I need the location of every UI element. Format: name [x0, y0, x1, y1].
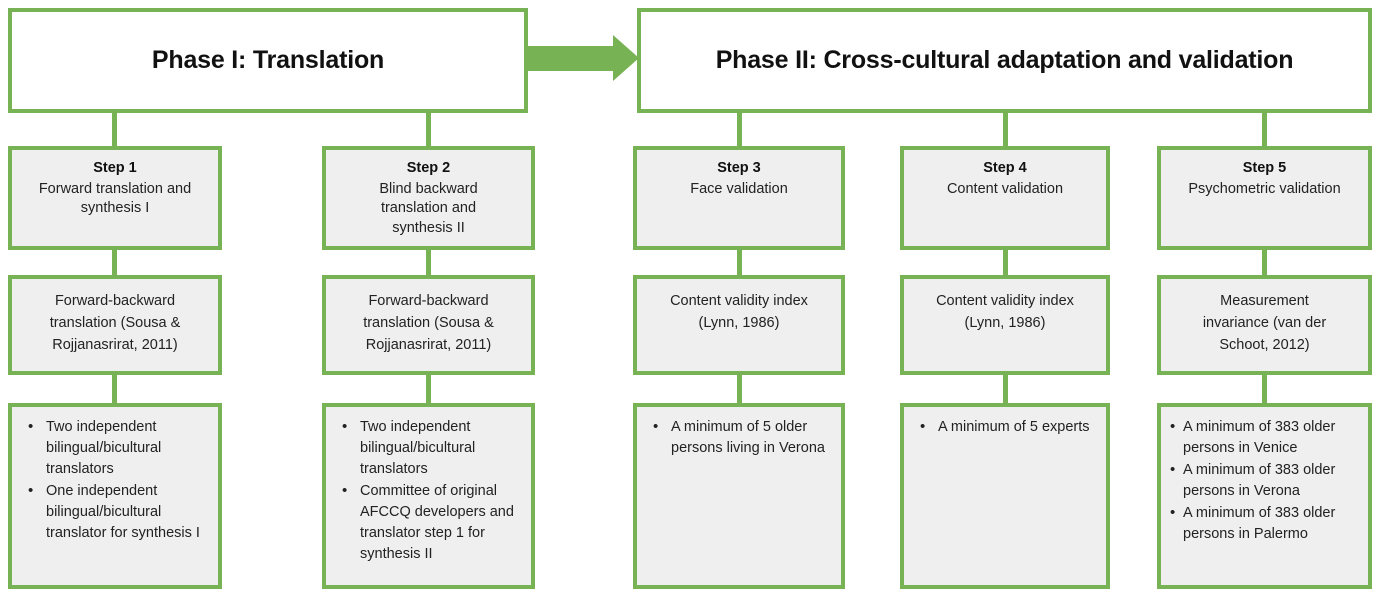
phase-1-header-box: Phase I: Translation	[8, 8, 528, 113]
list-item: Committee of original AFCCQ developers a…	[336, 480, 523, 565]
list-item: A minimum of 5 older persons living in V…	[647, 416, 833, 459]
list-item: One independent bilingual/bicultural tra…	[22, 480, 210, 544]
connector-step1-to-method1	[112, 246, 117, 276]
step-1-content: Step 1 Forward translation and synthesis…	[12, 150, 218, 225]
connector-phase2-to-step3	[737, 109, 742, 149]
connector-step4-to-method4	[1003, 246, 1008, 276]
step-3-description: Face validation	[690, 180, 788, 197]
method-3-box: Content validity index (Lynn, 1986)	[633, 275, 845, 375]
connector-step3-to-method3	[737, 246, 742, 276]
step-4-content: Step 4 Content validation	[904, 150, 1106, 205]
step-4-label: Step 4	[983, 160, 1027, 176]
connector-phase2-to-step4	[1003, 109, 1008, 149]
connector-phase1-to-step2	[426, 109, 431, 149]
bullets-3-box: A minimum of 5 older persons living in V…	[633, 403, 845, 589]
step-2-label: Step 2	[406, 160, 451, 176]
method-2-box: Forward-backward translation (Sousa & Ro…	[322, 275, 535, 375]
step-4-box: Step 4 Content validation	[900, 146, 1110, 250]
phase-arrow-shaft	[528, 46, 615, 71]
connector-method5-to-bullets5	[1262, 371, 1267, 404]
step-1-description: Forward translation and synthesis I	[38, 180, 192, 217]
step-5-box: Step 5 Psychometric validation	[1157, 146, 1372, 250]
connector-step2-to-method2	[426, 246, 431, 276]
list-item: A minimum of 5 experts	[914, 416, 1098, 438]
bullets-2-box: Two independent bilingual/bicultural tra…	[322, 403, 535, 589]
connector-method2-to-bullets2	[426, 371, 431, 404]
method-1-text: Forward-backward translation (Sousa & Ro…	[49, 293, 181, 353]
method-5-box: Measurement invariance (van der Schoot, …	[1157, 275, 1372, 375]
step-3-content: Step 3 Face validation	[637, 150, 841, 205]
bullets-1-list: Two independent bilingual/bicultural tra…	[12, 407, 218, 551]
connector-method3-to-bullets3	[737, 371, 742, 404]
bullets-5-list: A minimum of 383 older persons in Venice…	[1161, 407, 1368, 552]
step-3-box: Step 3 Face validation	[633, 146, 845, 250]
step-2-description: Blind backward translation and synthesis…	[379, 180, 478, 236]
method-4-text: Content validity index (Lynn, 1986)	[936, 293, 1074, 331]
bullets-5-box: A minimum of 383 older persons in Venice…	[1157, 403, 1372, 589]
connector-step5-to-method5	[1262, 246, 1267, 276]
phase-1-title: Phase I: Translation	[151, 46, 385, 75]
method-3-text: Content validity index (Lynn, 1986)	[670, 293, 808, 331]
phase-2-header-box: Phase II: Cross-cultural adaptation and …	[637, 8, 1372, 113]
step-1-box: Step 1 Forward translation and synthesis…	[8, 146, 222, 250]
step-5-description: Psychometric validation	[1188, 180, 1341, 197]
step-2-box: Step 2 Blind backward translation and sy…	[322, 146, 535, 250]
step-5-content: Step 5 Psychometric validation	[1161, 150, 1368, 205]
list-item: A minimum of 383 older persons in Palerm…	[1169, 502, 1364, 545]
connector-method4-to-bullets4	[1003, 371, 1008, 404]
list-item: Two independent bilingual/bicultural tra…	[22, 416, 210, 480]
step-4-description: Content validation	[946, 180, 1064, 197]
connector-phase1-to-step1	[112, 109, 117, 149]
list-item: A minimum of 383 older persons in Venice	[1169, 416, 1364, 459]
step-2-content: Step 2 Blind backward translation and sy…	[326, 150, 531, 244]
bullets-4-box: A minimum of 5 experts	[900, 403, 1110, 589]
connector-phase2-to-step5	[1262, 109, 1267, 149]
method-2-text: Forward-backward translation (Sousa & Ro…	[363, 293, 494, 353]
method-5-text: Measurement invariance (van der Schoot, …	[1202, 293, 1327, 353]
bullets-2-list: Two independent bilingual/bicultural tra…	[326, 407, 531, 572]
list-item: A minimum of 383 older persons in Verona	[1169, 459, 1364, 502]
connector-method1-to-bullets1	[112, 371, 117, 404]
phase-2-title: Phase II: Cross-cultural adaptation and …	[715, 46, 1294, 75]
method-1-box: Forward-backward translation (Sousa & Ro…	[8, 275, 222, 375]
bullets-1-box: Two independent bilingual/bicultural tra…	[8, 403, 222, 589]
bullets-3-list: A minimum of 5 older persons living in V…	[637, 407, 841, 466]
method-4-box: Content validity index (Lynn, 1986)	[900, 275, 1110, 375]
phase-arrow-head	[613, 35, 639, 81]
list-item: Two independent bilingual/bicultural tra…	[336, 416, 523, 480]
bullets-4-list: A minimum of 5 experts	[904, 407, 1106, 445]
step-5-label: Step 5	[1242, 160, 1287, 176]
step-1-label: Step 1	[93, 160, 137, 176]
step-3-label: Step 3	[717, 160, 761, 176]
